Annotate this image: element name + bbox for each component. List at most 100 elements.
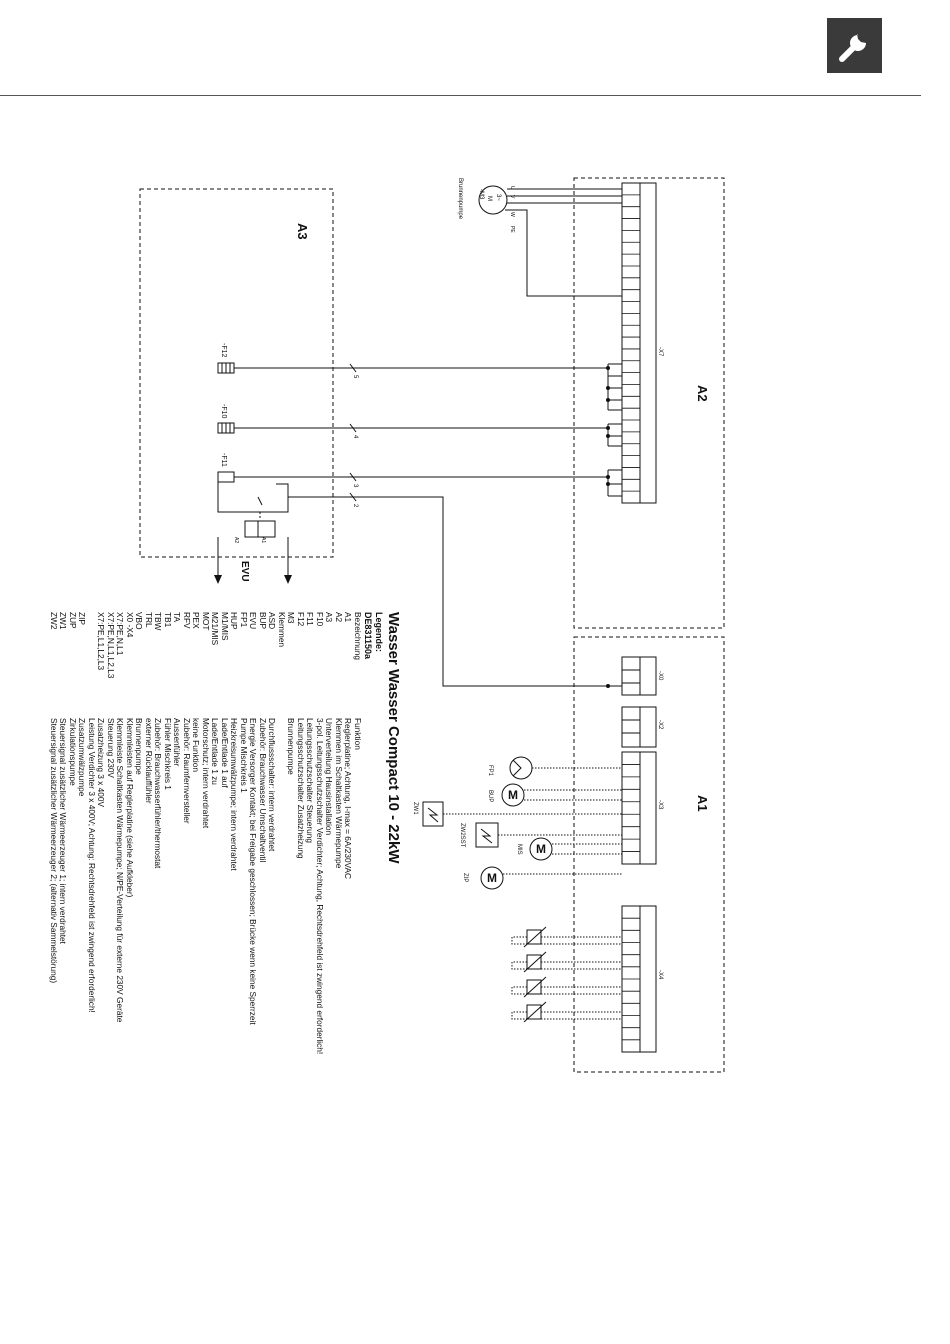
label-w: W <box>509 212 515 217</box>
legend-description: Klemmen im Schaltkasten Wärmepumpe <box>334 718 344 869</box>
label-x3: -X3 <box>657 800 663 810</box>
legend-description: Brunnenpumpe <box>286 718 297 775</box>
label-zw2sst: ZW2SST <box>459 823 465 848</box>
legend-description: Zusatzumwälzpumpe <box>77 718 88 797</box>
legend-description: keine Funktion <box>191 718 202 772</box>
legend-description: Lade/Entlade 1 auf <box>220 718 230 788</box>
label-f11: -F11 <box>220 453 227 467</box>
legend-code: MOT <box>201 612 211 631</box>
legend-row: Klemmen <box>277 612 287 1054</box>
legend-code: X7:PE,L1,L2,L3 <box>96 612 107 671</box>
label-x0: -X0 <box>657 671 663 681</box>
a3-box <box>139 188 334 558</box>
legend-description: Pumpe Mischkreis 1 <box>239 718 249 793</box>
legend-description: externer Rücklauffühler <box>144 718 154 804</box>
evu-relay <box>217 477 289 575</box>
label-x2: -X2 <box>657 720 663 730</box>
legend-code: VBO <box>134 612 145 630</box>
label-k-a1: A1 <box>260 537 266 543</box>
legend-description: Steuersignal zusätzlicher Wärmeerzeuger … <box>49 718 59 984</box>
legend-description: Zubehör: Brauchwasser Umschaltventil <box>258 718 268 863</box>
legend-code: Klemmen <box>277 612 287 648</box>
bup-motor <box>501 783 622 807</box>
label-a1: A1 <box>695 795 710 812</box>
fuses <box>217 362 235 483</box>
legend-description: Zusatzheizung 3 x 400V <box>96 718 107 808</box>
label-brunnenpumpe: Brunnenpumpe <box>457 178 463 220</box>
legend-row: RFV Zubehör: Raumfernversteller <box>182 612 192 1054</box>
legend-row: ZUP Zirkulationspumpe <box>68 612 78 1054</box>
fp1-pump <box>509 756 622 780</box>
legend-row: VBO Brunnenpumpe <box>134 612 145 1054</box>
legend-description: Lade/Entlade 1 zu <box>210 718 221 785</box>
legend-row: BUP Zubehör: Brauchwasser Umschaltventil <box>258 612 268 1054</box>
x7-terminal-strip <box>621 182 657 504</box>
legend-code: F10 <box>315 612 325 627</box>
legend-doc-number: DE831150a <box>363 612 373 660</box>
label-wire-2: 2 <box>352 504 358 508</box>
legend-code: M21/MIS <box>210 612 221 646</box>
legend: Wasser Wasser Compact 10 - 22kW Legende:… <box>49 612 402 1132</box>
legend-row: ZIP Zusatzumwälzpumpe <box>77 612 88 1054</box>
label-u: U <box>509 186 515 190</box>
legend-description: Zubehör: Raumfernversteller <box>182 718 192 824</box>
label-motor-phase: 3~ <box>495 194 501 201</box>
legend-code: X7:PE,N,L1 <box>115 612 126 656</box>
legend-description: Zirkulationspumpe <box>68 718 78 786</box>
label-bup: BUP <box>487 790 493 802</box>
legend-code: RFV <box>182 612 192 629</box>
legend-code <box>87 612 97 718</box>
legend-code: ZW2 <box>49 612 59 630</box>
legend-code: ZW1 <box>58 612 69 630</box>
legend-code: BUP <box>258 612 268 630</box>
legend-description: Leistung Verdichter 3 x 400V; Achtung: R… <box>87 718 97 1013</box>
label-zip: ZIP <box>462 873 468 882</box>
legend-description: Zubehör: Brauchwasserfühler/thermostat <box>153 718 164 869</box>
label-fp1: FP1 <box>487 765 493 777</box>
a2-box <box>573 177 725 629</box>
zw1-heater <box>422 801 622 827</box>
legend-code: EVU <box>248 612 259 630</box>
legend-description: Leitungsschutzschalter Zusatzheizung <box>296 718 306 859</box>
legend-description: Leitungsschutzschalter Steuerung <box>305 718 316 843</box>
label-x4: -X4 <box>657 970 663 980</box>
legend-description: Steuerung 230V <box>106 718 116 778</box>
legend-code: A2 <box>334 612 344 623</box>
legend-code: ZUP <box>68 612 78 629</box>
zip-motor <box>480 866 622 890</box>
sensors <box>511 926 622 1023</box>
legend-code: TA <box>172 612 183 622</box>
label-v: V <box>509 195 515 199</box>
label-pe: PE <box>509 226 515 233</box>
legend-description: Fühler Mischkreis 1 <box>163 718 173 790</box>
mis-motor-symbol: M <box>536 842 546 856</box>
zip-motor-symbol: M <box>487 871 497 885</box>
legend-description: Brunnenpumpe <box>134 718 145 775</box>
legend-description <box>277 718 287 1054</box>
main-feed-lines <box>234 363 622 687</box>
tool-badge <box>827 18 882 73</box>
label-f10: -F10 <box>220 404 227 419</box>
legend-code: ZIP <box>77 612 88 625</box>
